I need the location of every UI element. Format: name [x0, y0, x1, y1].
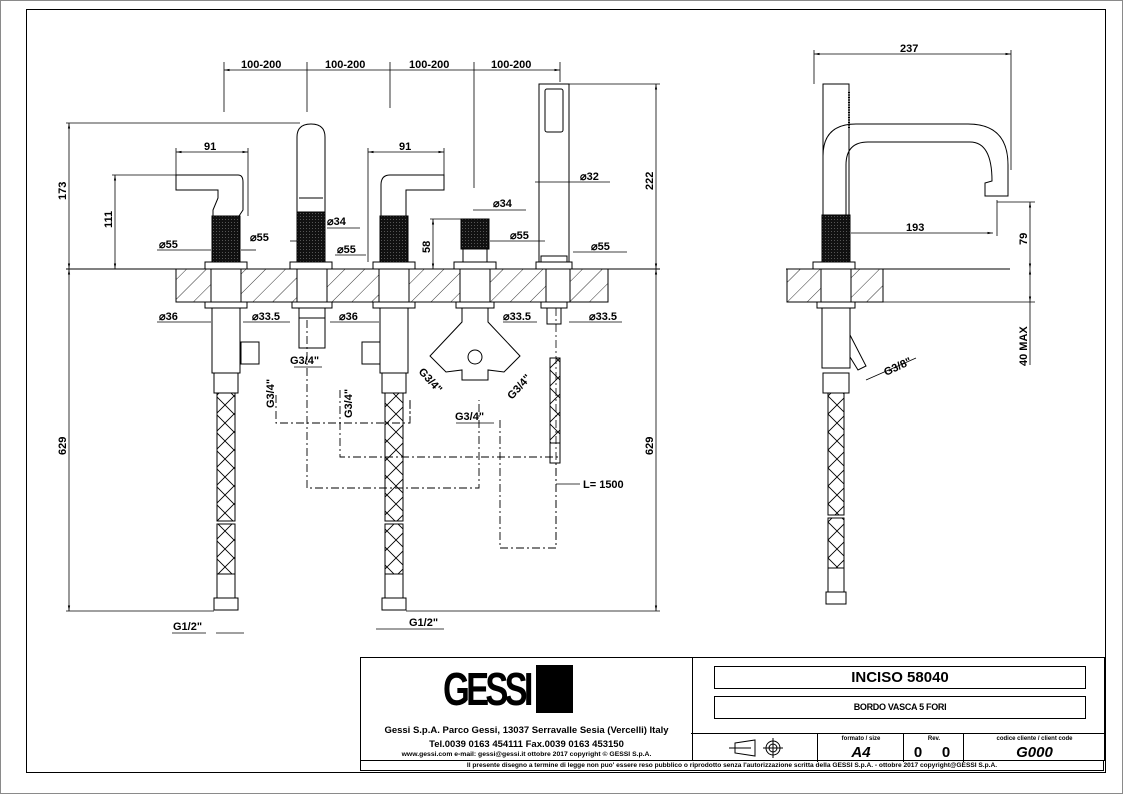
dim-side-reach: 193: [906, 222, 924, 234]
dim-left-below-dia: ⌀36: [159, 311, 178, 323]
thread-diverter-bottom: G3/4": [455, 411, 484, 423]
dim-shower-dia: ⌀32: [580, 171, 599, 183]
format-value: A4: [851, 744, 871, 761]
dim-spacing-3: 100-200: [409, 59, 449, 71]
product-title: INCISO 58040: [714, 666, 1086, 689]
revision-cell: Rev. 0 0: [903, 734, 964, 762]
format-label: formato / size: [841, 736, 881, 742]
logo-square: [536, 665, 573, 713]
dim-spacing-2: 100-200: [325, 59, 365, 71]
front-spout: [289, 123, 333, 270]
dim-spout-dia: ⌀34: [327, 216, 347, 228]
dim-overall-height: 173: [57, 182, 69, 200]
dim-spacing-1: 100-200: [241, 59, 281, 71]
side-flex-hose: [825, 392, 847, 605]
legal-notice: Il presente disegno a termine di legge n…: [360, 760, 1104, 771]
thread-left-valve: G3/4": [265, 379, 277, 408]
thread-side: G3/8": [882, 356, 913, 379]
dim-side-deck-thickness: 40 MAX: [1018, 326, 1030, 366]
thread-diverter-left: G3/4": [416, 366, 444, 396]
shower-hose-connector: [540, 301, 568, 464]
left-mixer-handle: [175, 174, 248, 270]
dim-diverter-height: 58: [421, 241, 433, 253]
rev-label: Rev.: [927, 736, 941, 742]
dim-spacing-4: 100-200: [491, 59, 531, 71]
company-panel: GESSI Gessi S.p.A. Parco Gessi, 13037 Se…: [360, 657, 693, 761]
company-web: www.gessi.com e-mail: gessi@gessi.it ott…: [401, 751, 652, 758]
thread-diverter-right: G3/4": [505, 372, 533, 402]
hand-shower: [535, 83, 573, 270]
dimension-lines: [66, 62, 660, 634]
first-angle-projection-icon: [729, 738, 783, 758]
company-phone: Tel.0039 0163 454111 Fax.0039 0163 45315…: [429, 739, 624, 750]
rev-value-1: 0: [913, 744, 923, 761]
thread-spout: G3/4": [290, 355, 319, 367]
dim-diverter-dia: ⌀34: [493, 198, 513, 210]
right-flex-hose: [381, 392, 407, 611]
dim-hose-left: 629: [57, 437, 69, 455]
right-valve-body: [361, 301, 416, 394]
dim-diverter-below-dia: ⌀33.5: [503, 311, 531, 323]
product-subtitle: BORDO VASCA 5 FORI: [714, 696, 1086, 719]
hole-3: [378, 268, 410, 303]
logo-wordmark: GESSI: [443, 663, 533, 715]
dim-shower-below-dia: ⌀33.5: [589, 311, 617, 323]
left-valve-body: [204, 301, 260, 394]
hole-5: [545, 268, 571, 303]
dim-diverter-base-dia: ⌀55: [510, 230, 529, 242]
dim-hose-right: 629: [644, 437, 656, 455]
right-mixer-handle: [372, 174, 445, 270]
dim-right-base-dia: ⌀55: [337, 244, 356, 256]
dim-left-base-dia: ⌀55: [159, 239, 178, 251]
rev-value-2: 0: [941, 744, 951, 761]
diverter-knob: [453, 218, 497, 270]
dim-spout-base-dia-label: ⌀55: [250, 232, 269, 244]
client-code-value: G000: [1016, 744, 1053, 761]
dim-right-below-dia: ⌀36: [339, 311, 358, 323]
side-spout: [812, 83, 1009, 270]
side-valve-body: [816, 301, 867, 394]
dim-shower-height: 222: [644, 172, 656, 190]
thread-hose-right: G1/2": [409, 617, 438, 629]
side-dimension-lines: [813, 50, 1035, 381]
info-row: formato / size A4 Rev. 0 0 codice client…: [691, 733, 1104, 762]
format-cell: formato / size A4: [817, 734, 904, 762]
diverter-body: [429, 301, 521, 381]
dim-handle-height: 111: [103, 211, 115, 228]
hole-1: [210, 268, 242, 303]
dim-left-handle-width: 91: [204, 141, 216, 153]
dim-side-spout-height: 79: [1018, 233, 1030, 245]
dim-spout-below-dia: ⌀33.5: [252, 311, 280, 323]
dim-right-handle-width: 91: [399, 141, 411, 153]
title-block: GESSI Gessi S.p.A. Parco Gessi, 13037 Se…: [360, 657, 1105, 771]
client-code-cell: codice cliente / client code G000: [963, 734, 1105, 762]
product-panel: INCISO 58040 BORDO VASCA 5 FORI formato …: [691, 657, 1105, 762]
left-flex-hose: [213, 392, 239, 611]
thread-hose-left: G1/2": [173, 621, 202, 633]
client-code-label: codice cliente / client code: [996, 736, 1073, 742]
gessi-logo: GESSI: [443, 665, 593, 713]
drawing-frame: [26, 9, 1106, 773]
dim-shower-base-dia: ⌀55: [591, 241, 610, 253]
spout-connector: [291, 301, 333, 349]
thread-right-valve: G3/4": [343, 389, 355, 418]
hole-4: [459, 268, 491, 303]
dim-shower-hose-length: L= 1500: [583, 479, 624, 491]
hole-2: [296, 268, 328, 303]
company-address: Gessi S.p.A. Parco Gessi, 13037 Serraval…: [384, 725, 669, 736]
projection-cell: [691, 734, 817, 762]
dim-side-depth: 237: [900, 43, 918, 55]
